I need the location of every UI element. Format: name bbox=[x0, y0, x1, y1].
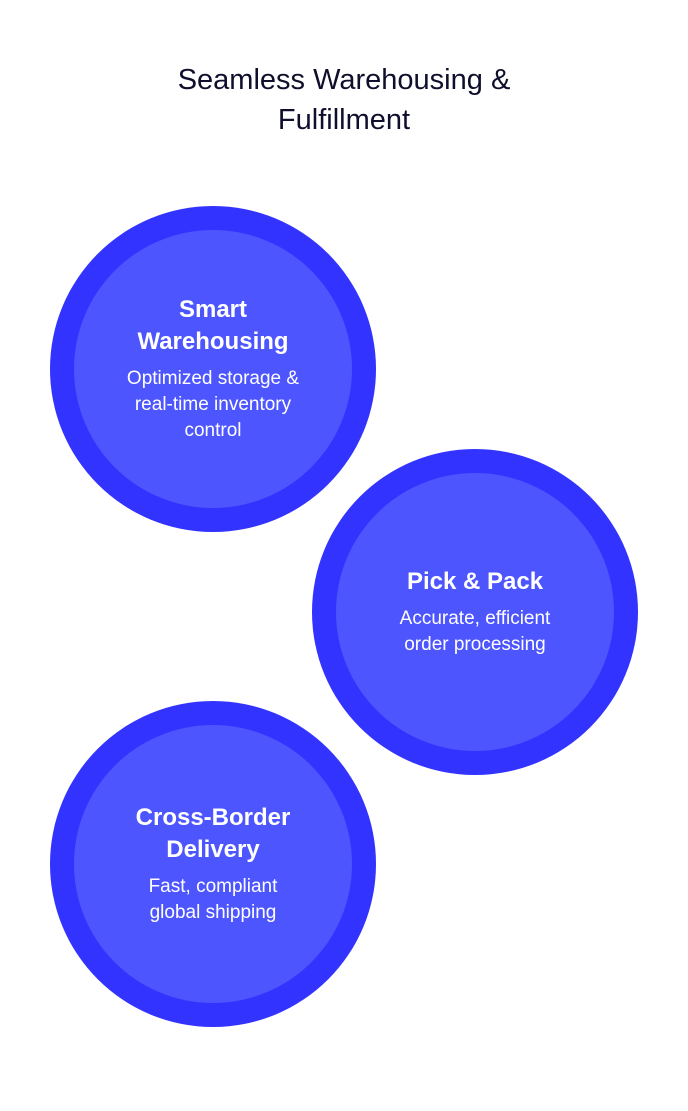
page-title-line-1: Seamless Warehousing & bbox=[177, 64, 511, 96]
smart-warehousing-inner-circle: Smart Warehousing Optimized storage & re… bbox=[74, 230, 352, 508]
page-title-line-2: Fulfillment bbox=[277, 104, 411, 136]
cross-border-delivery-description: Fast, compliant global shipping bbox=[148, 876, 278, 923]
cross-border-delivery-inner-circle: Cross-Border Delivery Fast, compliant gl… bbox=[74, 725, 352, 1003]
smart-warehousing-circle: Smart Warehousing Optimized storage & re… bbox=[50, 206, 376, 532]
pick-and-pack-circle: Pick & Pack Accurate, efficient order pr… bbox=[312, 449, 638, 775]
smart-warehousing-heading: Smart Warehousing bbox=[137, 296, 289, 355]
page-title: Seamless Warehousing & Fulfillment bbox=[0, 60, 688, 140]
pick-and-pack-description: Accurate, efficient order processing bbox=[399, 608, 551, 655]
cross-border-delivery-heading: Cross-Border Delivery bbox=[135, 804, 291, 863]
cross-border-delivery-circle: Cross-Border Delivery Fast, compliant gl… bbox=[50, 701, 376, 1027]
pick-and-pack-inner-circle: Pick & Pack Accurate, efficient order pr… bbox=[336, 473, 614, 751]
smart-warehousing-description: Optimized storage & real-time inventory … bbox=[126, 368, 300, 441]
pick-and-pack-heading: Pick & Pack bbox=[406, 568, 544, 595]
